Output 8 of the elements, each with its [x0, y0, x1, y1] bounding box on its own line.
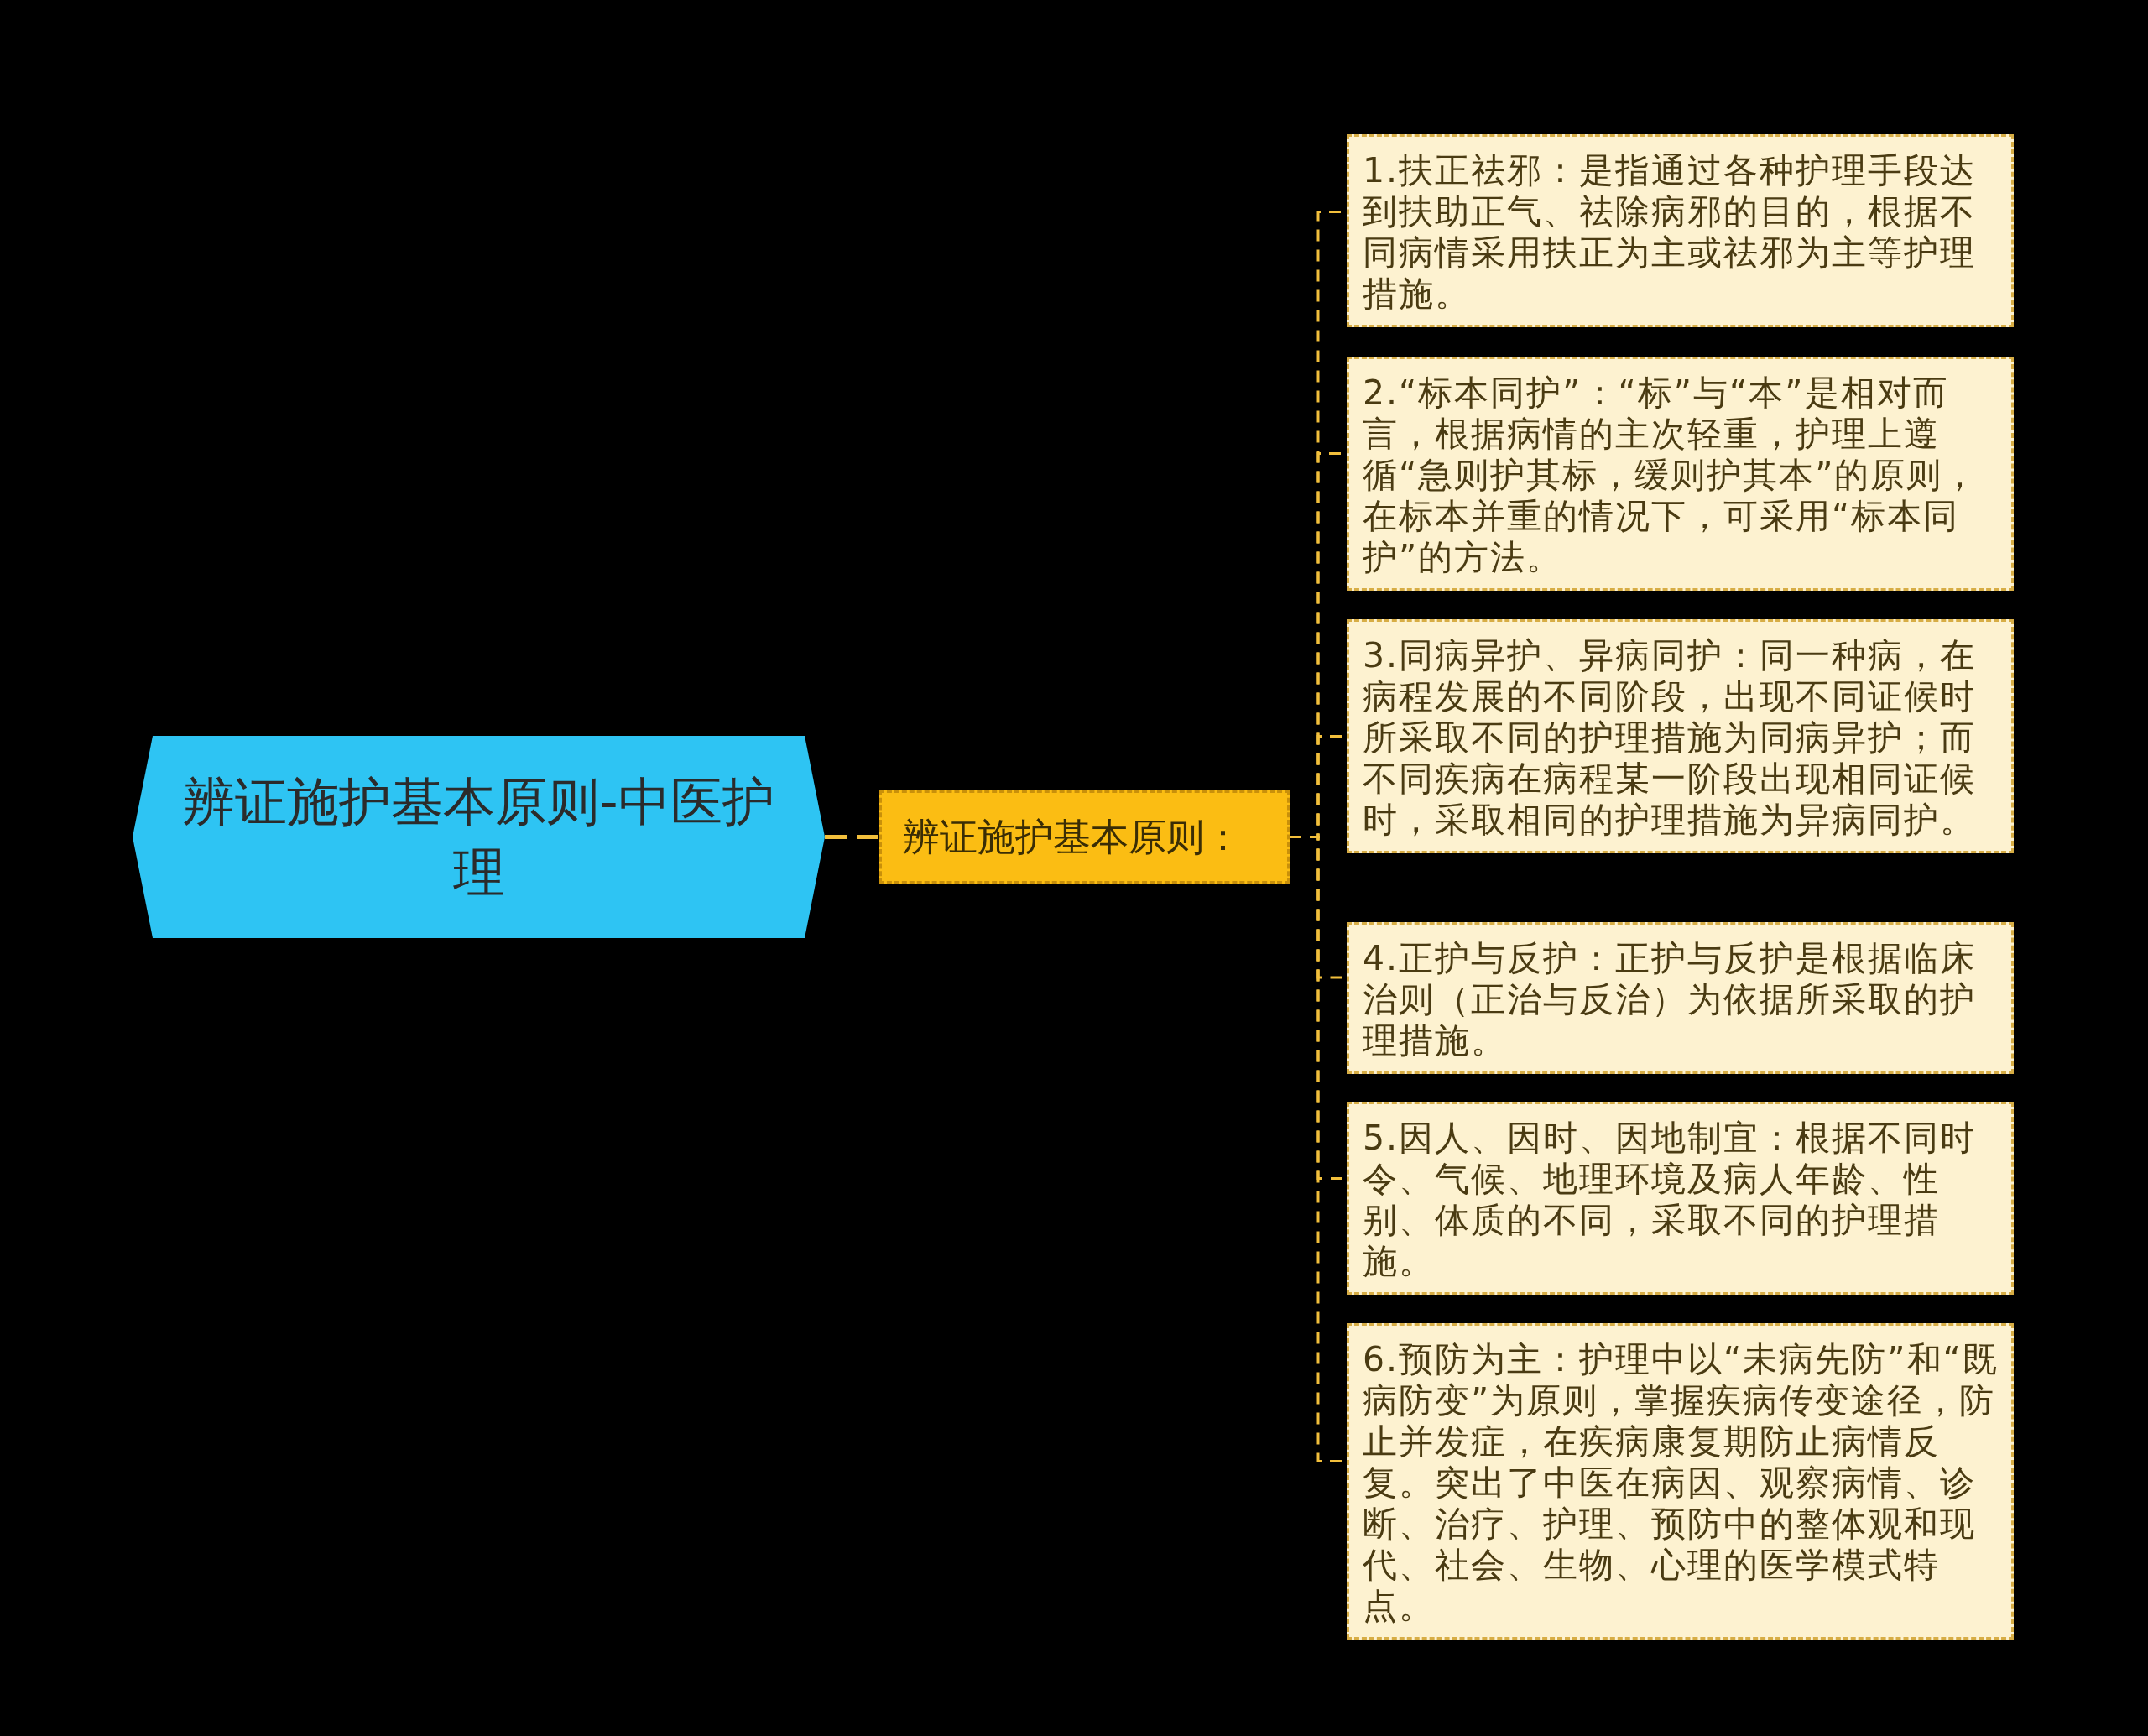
note-box: 3.同病异护、异病同护：同一种病，在病程发展的不同阶段，出现不同证候时所采取不同的护理措施为同病异护；而不同疾病在病程某一阶段出现相同证候时，采取相同的护理措施为异病同护。 [1347, 619, 2014, 853]
note-box: 6.预防为主：护理中以“未病先防”和“既病防变”为原则，掌握疾病传变途径，防止并发症，在疾病康复期防止病情反复。突出了中医在病因、观察病情、诊断、治疗、护理、预防中的整体观和现代、社会、生物、心理的医学模式特点。 [1347, 1323, 2014, 1640]
note-box: 5.因人、因时、因地制宜：根据不同时令、气候、地理环境及病人年龄、性别、体质的不同，采取不同的护理措施。 [1347, 1102, 2014, 1295]
note-box: 2.“标本同护”：“标”与“本”是相对而言，根据病情的主次轻重，护理上遵循“急则护其标，缓则护其本”的原则，在标本并重的情况下，可采用“标本同护”的方法。 [1347, 357, 2014, 591]
branch-box: 辨证施护基本原则： [879, 790, 1290, 884]
connector-line [825, 835, 879, 839]
note-box: 1.扶正祛邪：是指通过各种护理手段达到扶助正气、祛除病邪的目的，根据不同病情采用扶正为主或祛邪为主等护理措施。 [1347, 134, 2014, 327]
note-box: 4.正护与反护：正护与反护是根据临床治则（正治与反治）为依据所采取的护理措施。 [1347, 922, 2014, 1074]
